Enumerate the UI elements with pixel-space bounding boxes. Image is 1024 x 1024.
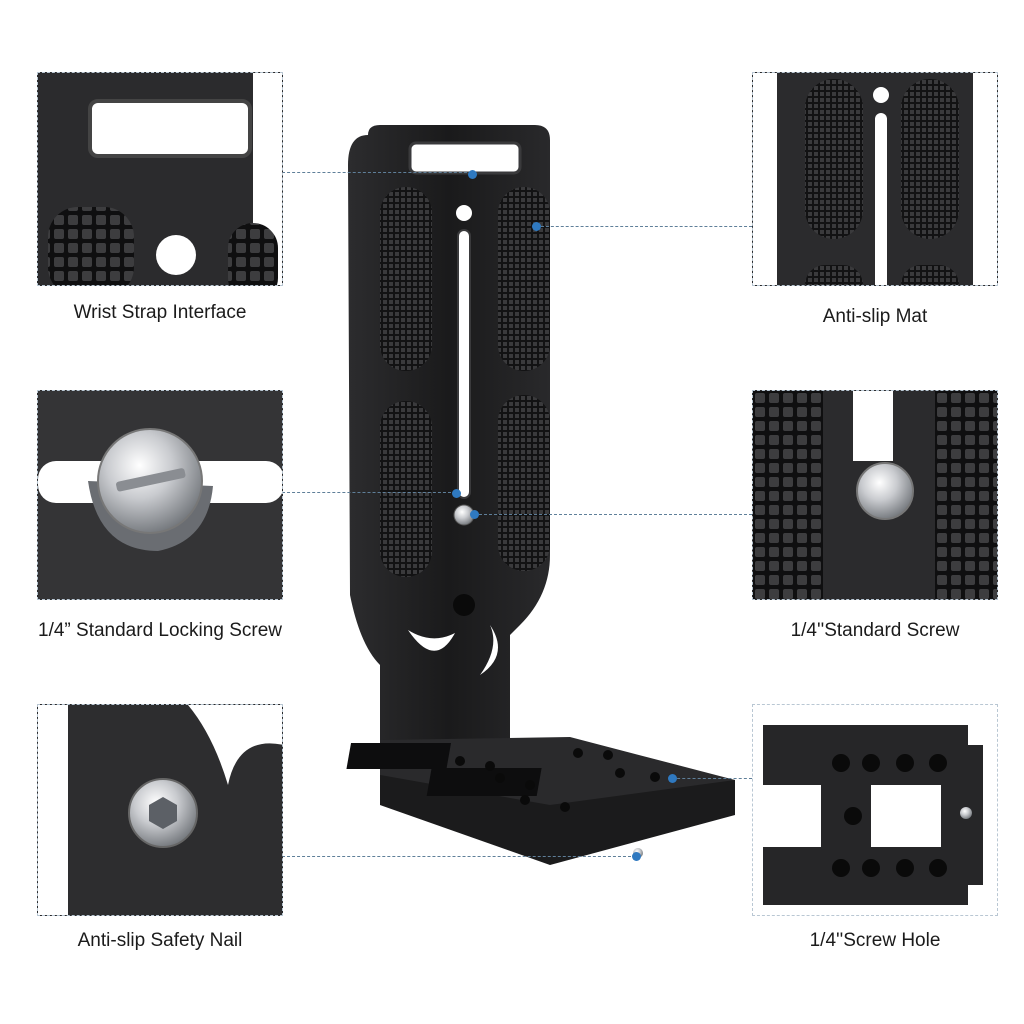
detail-panel-safety-nail bbox=[37, 704, 283, 916]
caption-anti-slip-mat: Anti-slip Mat bbox=[822, 306, 928, 327]
detail-panel-screw-hole bbox=[752, 704, 998, 916]
caption-locking-screw: 1/4” Standard Locking Screw bbox=[38, 620, 282, 641]
caption-standard-screw: 1/4''Standard Screw bbox=[790, 620, 960, 641]
marker-dot-standard-screw bbox=[470, 510, 479, 519]
marker-dot-screw-hole bbox=[668, 774, 677, 783]
marker-dot-wrist-strap bbox=[468, 170, 477, 179]
caption-safety-nail: Anti-slip Safety Nail bbox=[77, 930, 243, 951]
caption-wrist-strap: Wrist Strap Interface bbox=[73, 302, 247, 323]
marker-dot-anti-slip-mat bbox=[532, 222, 541, 231]
detail-panel-standard-screw bbox=[752, 390, 998, 600]
leader-line-screw-hole bbox=[672, 778, 752, 779]
leader-line-safety-nail bbox=[282, 856, 636, 857]
leader-line-anti-slip-mat bbox=[536, 226, 752, 227]
detail-panel-locking-screw bbox=[37, 390, 283, 600]
detail-panel-wrist-strap bbox=[37, 72, 283, 286]
marker-dot-locking-screw bbox=[452, 489, 461, 498]
leader-line-wrist-strap bbox=[282, 172, 472, 173]
l-bracket-product-image bbox=[340, 125, 740, 865]
leader-line-locking-screw bbox=[282, 492, 456, 493]
caption-screw-hole: 1/4''Screw Hole bbox=[809, 930, 941, 951]
marker-dot-safety-nail bbox=[632, 852, 641, 861]
leader-line-standard-screw bbox=[474, 514, 752, 515]
detail-panel-anti-slip-mat bbox=[752, 72, 998, 286]
